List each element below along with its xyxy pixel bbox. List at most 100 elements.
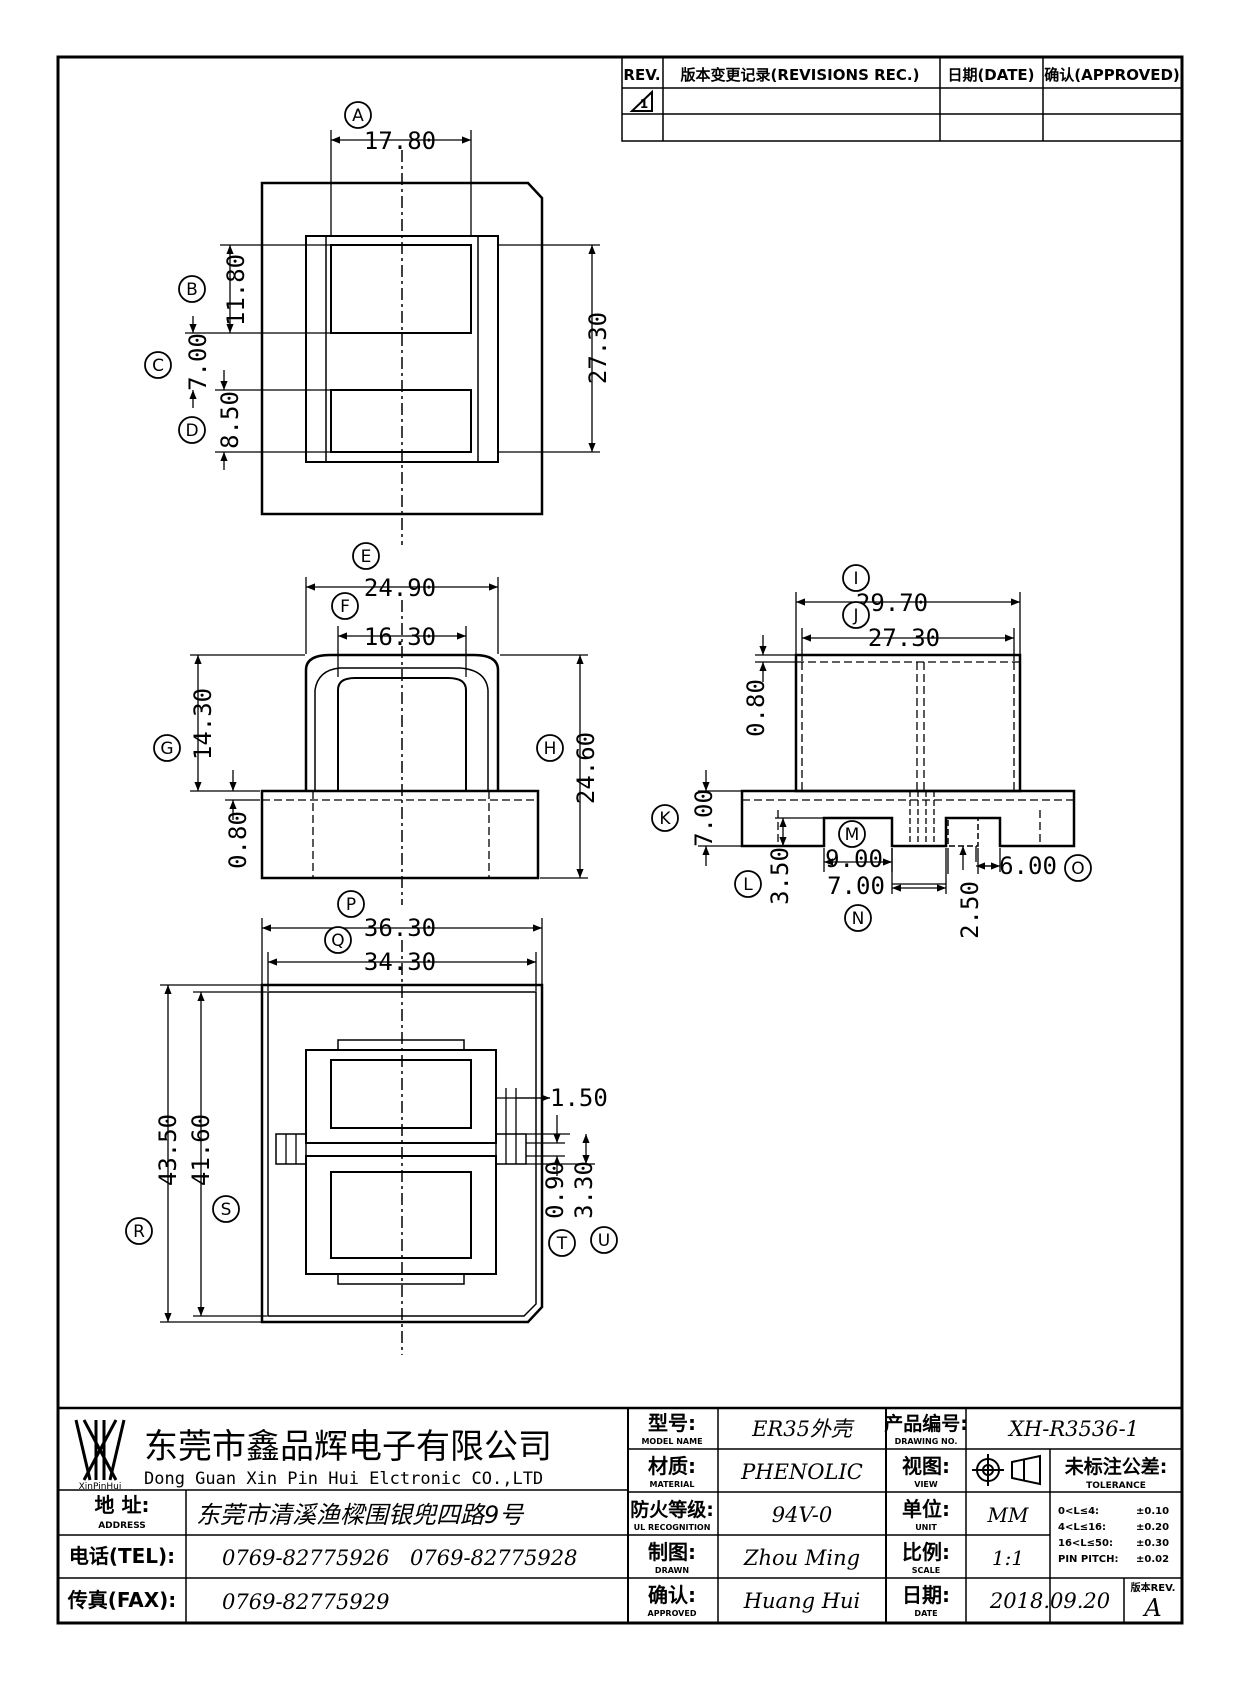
dimension-labels: 17.80 11.80 7.00 8.50 27.30 24.90 16.30 … [154, 127, 1057, 1219]
svg-text:A: A [352, 106, 364, 126]
callout-l: L [734, 870, 762, 898]
svg-text:APPROVED: APPROVED [648, 1609, 697, 1618]
fax-label: 传真(FAX): [67, 1588, 177, 1612]
date-value: 2018.09.20 [989, 1589, 1110, 1613]
svg-text:SCALE: SCALE [912, 1566, 940, 1575]
projection-symbol-icon [972, 1454, 1041, 1486]
front-view-dimensions [190, 577, 588, 879]
sheet-border [56, 55, 1184, 1625]
callout-i: I [842, 564, 870, 592]
dim-r: 43.50 [154, 1114, 182, 1186]
callout-s: S [212, 1195, 240, 1223]
bottom-view [260, 940, 544, 1355]
dim-u: 3.30 [570, 1161, 598, 1219]
dim-q: 34.30 [364, 948, 436, 976]
dim-s: 41.60 [187, 1114, 215, 1186]
callout-bubbles: A B C D E F G H I J K L M N O P Q R S T … [125, 101, 1092, 1257]
title-block-labels: 型号: MODEL NAME 材质: MATERIAL 防火等级: UL REC… [630, 1411, 968, 1618]
revisions-header: 版本变更记录(REVISIONS REC.) [681, 66, 920, 84]
callout-r: R [125, 1217, 153, 1245]
svg-text:±0.10: ±0.10 [1136, 1506, 1169, 1517]
rev-header: REV. [623, 66, 660, 84]
svg-text:视图:: 视图: [902, 1454, 950, 1478]
dim-f: 16.30 [364, 623, 436, 651]
svg-text:DRAWN: DRAWN [655, 1566, 689, 1575]
drawn-value: Zhou Ming [743, 1546, 860, 1570]
callout-q: Q [324, 926, 352, 954]
svg-text:B: B [186, 280, 198, 300]
svg-text:MATERIAL: MATERIAL [650, 1480, 695, 1489]
svg-text:R: R [133, 1222, 145, 1242]
tel-2: 0769-82775928 [410, 1546, 577, 1570]
address-label-en: ADDRESS [98, 1521, 146, 1531]
svg-text:UNIT: UNIT [915, 1523, 937, 1532]
svg-text:日期:: 日期: [902, 1583, 950, 1607]
dim-c: 7.00 [184, 333, 212, 391]
tel-1: 0769-82775926 [222, 1546, 389, 1570]
tel-label: 电话(TEL): [69, 1544, 175, 1568]
title-block-values: ER35外壳 PHENOLIC 94V-0 Zhou Ming Huang Hu… [740, 1417, 1139, 1613]
svg-text:±0.02: ±0.02 [1136, 1554, 1169, 1565]
tolerance-label: 未标注公差: [1064, 1455, 1168, 1478]
dim-o: 6.00 [999, 852, 1057, 880]
callout-d: D [178, 416, 206, 444]
svg-text:16<L≤50:: 16<L≤50: [1058, 1538, 1113, 1549]
svg-text:型号:: 型号: [648, 1411, 696, 1435]
callout-n: N [844, 904, 872, 932]
approved-header: 确认(APPROVED) [1044, 66, 1180, 84]
dim-j: 27.30 [868, 624, 940, 652]
address-label: 地 址: [95, 1493, 150, 1517]
dim-b: 11.80 [222, 254, 250, 326]
dim-e: 24.90 [364, 574, 436, 602]
dim-g: 14.30 [189, 688, 217, 760]
svg-text:MODEL NAME: MODEL NAME [641, 1437, 702, 1446]
svg-text:防火等级:: 防火等级: [630, 1498, 714, 1521]
callout-j: J [842, 601, 870, 629]
title-block-grid [58, 1406, 1182, 1623]
dim-top-thickness: 0.80 [742, 679, 770, 737]
top-view [260, 150, 544, 545]
front-view [260, 600, 540, 905]
svg-text:L: L [743, 875, 753, 895]
address-value: 东莞市清溪渔樑围银兜四路9号 [196, 1501, 525, 1529]
svg-text:N: N [852, 909, 865, 929]
svg-text:单位:: 单位: [902, 1497, 950, 1521]
svg-text:1: 1 [640, 97, 648, 111]
callout-u: U [590, 1226, 618, 1254]
svg-text:U: U [598, 1231, 610, 1251]
tolerance-table: 0<L≤4: ±0.10 4<L≤16: ±0.20 16<L≤50: ±0.3… [1058, 1506, 1169, 1565]
svg-text:DATE: DATE [914, 1609, 937, 1618]
svg-text:材质:: 材质: [648, 1454, 696, 1478]
svg-text:P: P [346, 895, 356, 915]
svg-text:C: C [152, 356, 164, 376]
callout-g: G [153, 734, 181, 762]
top-view-dimensions [185, 130, 600, 470]
dim-base-thickness: 0.80 [224, 811, 252, 869]
revision-triangle-icon: 1 [629, 89, 653, 112]
tolerance-label-en: TOLERANCE [1086, 1481, 1146, 1491]
svg-text:DRAWING NO.: DRAWING NO. [895, 1437, 958, 1446]
company-name-en: Dong Guan Xin Pin Hui Elctronic CO.,LTD [144, 1469, 543, 1489]
dim-27-30: 27.30 [584, 312, 612, 384]
version-value: A [1142, 1594, 1161, 1622]
version-label: 版本REV. [1131, 1581, 1176, 1594]
svg-text:I: I [853, 569, 858, 589]
material-value: PHENOLIC [740, 1460, 863, 1484]
svg-text:0<L≤4:: 0<L≤4: [1058, 1506, 1099, 1517]
approved-value: Huang Hui [743, 1589, 861, 1613]
svg-text:O: O [1071, 859, 1084, 879]
svg-text:T: T [556, 1234, 568, 1254]
side-view [740, 653, 1076, 848]
svg-text:制图:: 制图: [648, 1540, 696, 1564]
dim-a: 17.80 [364, 127, 436, 155]
svg-text:±0.20: ±0.20 [1136, 1522, 1169, 1533]
svg-text:K: K [659, 809, 671, 829]
callout-m: M [838, 820, 866, 848]
svg-text:UL RECOGNITION: UL RECOGNITION [634, 1523, 711, 1532]
dim-h: 24.60 [572, 732, 600, 804]
bottom-view-dimensions [160, 918, 595, 1323]
callout-c: C [144, 351, 172, 379]
dim-m: 9.00 [825, 845, 883, 873]
date-header: 日期(DATE) [947, 66, 1034, 84]
